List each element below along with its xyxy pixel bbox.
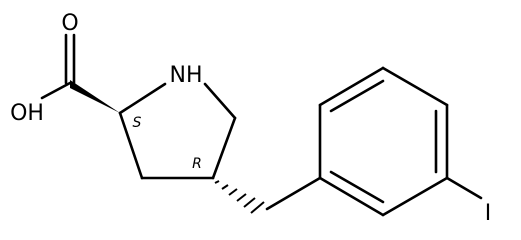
wedge-bond bbox=[70, 80, 120, 113]
molecule-svg: O OH NH S R I bbox=[10, 11, 492, 226]
c-oh-bond bbox=[40, 81, 72, 100]
benzene-ring bbox=[318, 66, 449, 217]
carboxyl-group: O OH bbox=[10, 11, 79, 126]
c-i-bond bbox=[445, 176, 483, 200]
aromatic-inner-3 bbox=[329, 170, 385, 204]
stereo-r-label: R bbox=[192, 156, 202, 172]
ring-bond-c6-c1 bbox=[318, 176, 385, 217]
pyrrolidine-ring: NH S R bbox=[118, 63, 237, 180]
ring-bond-c3-c4 bbox=[381, 66, 449, 107]
hashed-wedge-bond bbox=[214, 180, 265, 214]
ring-bond-c3-ca bbox=[118, 111, 144, 180]
ring-bond-ca-n bbox=[118, 82, 167, 115]
ring-bond-c5-c4 bbox=[211, 116, 237, 180]
structure-diagram: O OH NH S R I bbox=[10, 11, 492, 226]
iodine-label: I bbox=[485, 201, 492, 226]
ring-bond-n-c5 bbox=[203, 82, 237, 120]
aromatic-inner-1 bbox=[329, 79, 385, 113]
carbonyl-oxygen-label: O bbox=[61, 11, 78, 36]
ring-bond-c2-c3 bbox=[318, 66, 385, 107]
amine-label: NH bbox=[170, 63, 203, 88]
ring-bond-c5-c6 bbox=[381, 176, 449, 217]
stereo-s-label: S bbox=[133, 115, 142, 131]
ch2-phenyl-bond bbox=[265, 176, 322, 211]
hydroxyl-label: OH bbox=[10, 101, 44, 126]
